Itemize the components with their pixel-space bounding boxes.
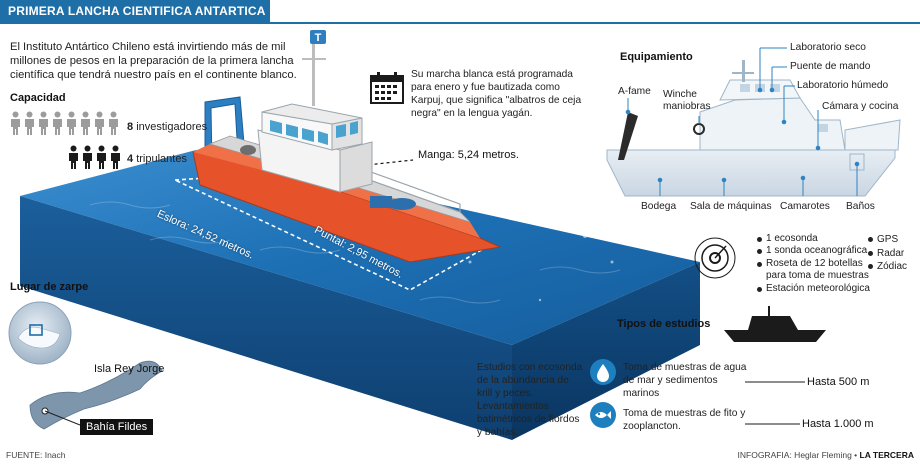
credit-footer: INFOGRAFIA: Heglar Fleming • LA TERCERA — [738, 450, 914, 460]
instrument-item: GPS — [868, 233, 907, 247]
person-icon — [67, 111, 76, 135]
tripulantes-text: tripulantes — [136, 153, 187, 165]
callout-camara-y-cocina: Cámara y cocina — [822, 101, 899, 112]
callout-puente-de-mando: Puente de mando — [790, 61, 871, 72]
title-rule — [0, 22, 920, 24]
callout-laboratorio-humedo: Laboratorio húmedo — [797, 80, 889, 91]
calendar-note-text: Su marcha blanca está programada para en… — [411, 69, 582, 119]
lugar-de-zarpe-heading: Lugar de zarpe — [10, 281, 89, 293]
person-icon — [81, 111, 90, 135]
callout-bodega: Bodega — [641, 201, 677, 212]
fish-icon — [590, 402, 616, 428]
winche-line-2: maniobras — [663, 101, 711, 112]
manga-guide — [302, 159, 414, 212]
credit-brand: LA TERCERA — [859, 450, 914, 460]
intro-text: El Instituto Antártico Chileno está invi… — [10, 41, 297, 81]
eslora-label: Eslora: 24,52 metros. — [155, 208, 256, 262]
study-item-1-text: Toma de muestras de agua de mar y sedime… — [623, 362, 747, 399]
manga-label: Manga: 5,24 metros. — [418, 149, 519, 161]
tripulantes-icons — [68, 145, 121, 169]
callout-camarotes: Camarotes — [780, 201, 830, 212]
winche-line-1: Winche — [663, 89, 697, 100]
title-bar: PRIMERA LANCHA CIENTIFICA ANTARTICA — [0, 0, 270, 22]
instrument-item: 1 sonda oceanográfica — [757, 245, 877, 257]
investigadores-icons — [10, 111, 119, 135]
person-icon — [97, 145, 106, 169]
instrument-list-right: GPS Radar Zódiac — [868, 233, 907, 274]
person-icon — [83, 145, 92, 169]
investigadores-count: 8 — [127, 121, 134, 133]
brand-t-logo: T — [310, 30, 326, 44]
investigadores-text: investigadores — [136, 121, 208, 133]
calendar-icon — [370, 72, 404, 104]
study-item-1: Toma de muestras de agua de mar y sedime… — [623, 361, 753, 400]
callout-laboratorio-seco: Laboratorio seco — [790, 42, 866, 53]
study-description: Estudios con ecosonda de la abundancia d… — [477, 362, 583, 438]
depth-1000: Hasta 1.000 m — [802, 418, 874, 430]
instrument-item: Estación meteorológica — [757, 283, 877, 295]
person-icon — [69, 145, 78, 169]
bahia-label: Bahía Fildes — [80, 419, 154, 435]
capacidad-heading: Capacidad — [10, 92, 66, 104]
person-icon — [39, 111, 48, 135]
study-item-2: Toma de muestras de fito y zooplancton. — [623, 407, 753, 433]
vessel-silhouette-icon — [724, 306, 826, 342]
water-drop-icon — [590, 359, 616, 385]
person-icon — [111, 145, 120, 169]
depth-lines — [745, 381, 805, 425]
tripulantes-count: 4 — [127, 153, 134, 165]
source-footer: FUENTE: Inach — [6, 450, 66, 460]
callout-winche-maniobras: Winche maniobras — [663, 89, 711, 113]
person-icon — [53, 111, 62, 135]
sea-slab — [20, 150, 700, 440]
isla-label: Isla Rey Jorge — [94, 363, 165, 375]
callout-sala-de-maquinas: Sala de máquinas — [690, 201, 772, 212]
person-icon — [11, 111, 20, 135]
instrument-item: Radar — [868, 247, 907, 261]
person-icon — [25, 111, 34, 135]
ecosonda-rings-icon — [694, 237, 736, 279]
person-icon — [109, 111, 118, 135]
puntal-label: Puntal: 2,95 metros. — [312, 224, 405, 281]
tripulantes-label: 4 tripulantes — [127, 153, 187, 165]
svg-text:T: T — [315, 32, 322, 44]
page-title: PRIMERA LANCHA CIENTIFICA ANTARTICA — [8, 4, 266, 18]
person-icon — [95, 111, 104, 135]
investigadores-label: 8 investigadores — [127, 121, 207, 133]
tipos-de-estudios-heading: Tipos de estudios — [617, 318, 711, 330]
depth-500: Hasta 500 m — [807, 376, 870, 388]
equipamiento-heading: Equipamiento — [620, 51, 693, 63]
credit-text: INFOGRAFIA: Heglar Fleming • — [737, 450, 860, 460]
study-item-2-text: Toma de muestras de fito y zooplancton. — [623, 408, 746, 432]
instrument-item: 1 ecosonda — [757, 233, 877, 245]
callout-banos: Baños — [846, 201, 875, 212]
instrument-item: Zódiac — [868, 260, 907, 274]
instrument-item: Roseta de 12 botellas para toma de muest… — [757, 258, 877, 283]
callout-a-fame: A-fame — [618, 86, 651, 97]
instrument-list: 1 ecosonda 1 sonda oceanográfica Roseta … — [757, 233, 877, 295]
globe-map-icon — [8, 301, 72, 365]
